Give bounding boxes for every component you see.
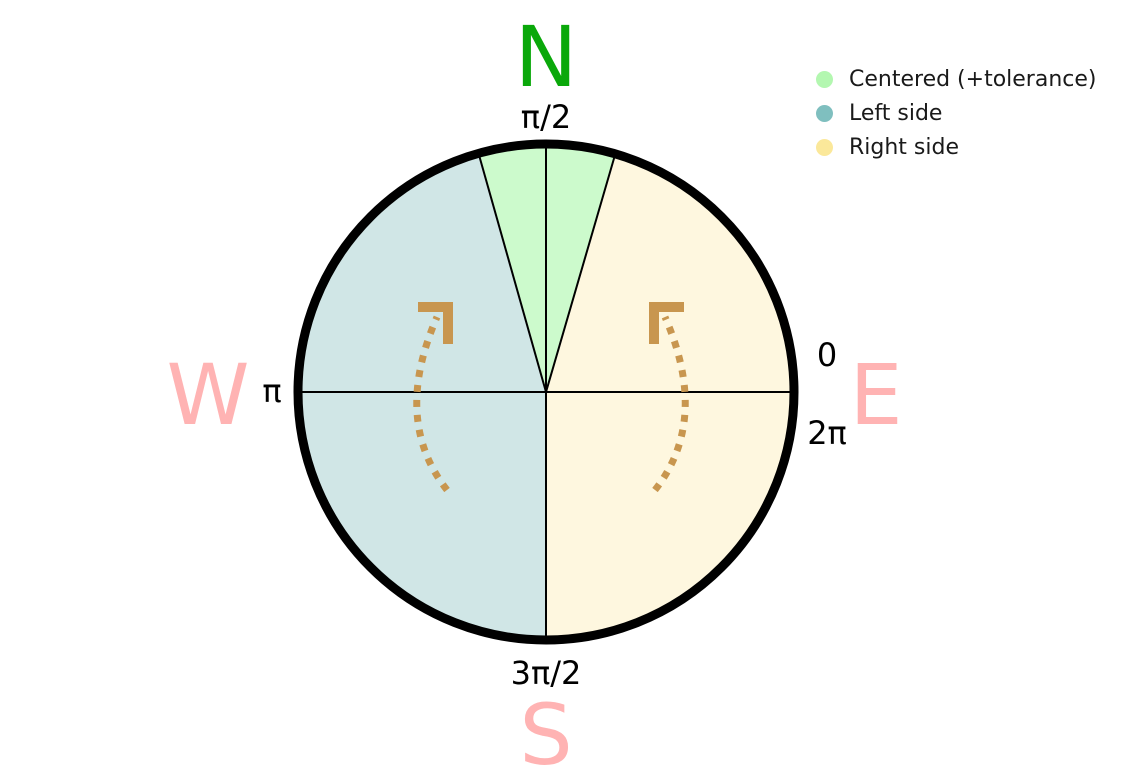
- clockwise-arrow-icon: [649, 302, 689, 493]
- angle-label-left: π: [262, 372, 281, 410]
- sector-dividers: [300, 146, 792, 638]
- legend: Centered (+tolerance) Left side Right si…: [816, 62, 1097, 164]
- counterclockwise-arrow-icon: [413, 302, 453, 493]
- legend-label-centered: Centered (+tolerance): [849, 66, 1097, 92]
- legend-item-right: Right side: [816, 130, 1097, 164]
- legend-dot-right: [816, 138, 833, 156]
- south-label: S: [519, 686, 572, 779]
- legend-item-centered: Centered (+tolerance): [816, 62, 1097, 96]
- compass-rim: [293, 139, 799, 645]
- right-side-sector-lower: [545, 391, 793, 639]
- angle-label-top: π/2: [521, 98, 571, 136]
- legend-item-left: Left side: [816, 96, 1097, 130]
- angle-label-right-lower: 2π: [807, 414, 847, 452]
- left-side-sector-lower: [299, 391, 547, 639]
- legend-label-right: Right side: [849, 134, 959, 160]
- east-label: E: [849, 346, 902, 444]
- angle-label-bottom: 3π/2: [511, 654, 582, 692]
- north-label: N: [515, 8, 578, 106]
- west-label: W: [166, 346, 249, 444]
- legend-label-left: Left side: [849, 100, 943, 126]
- legend-dot-centered: [816, 70, 833, 88]
- angle-label-right-upper: 0: [817, 336, 837, 374]
- legend-dot-left: [816, 104, 833, 122]
